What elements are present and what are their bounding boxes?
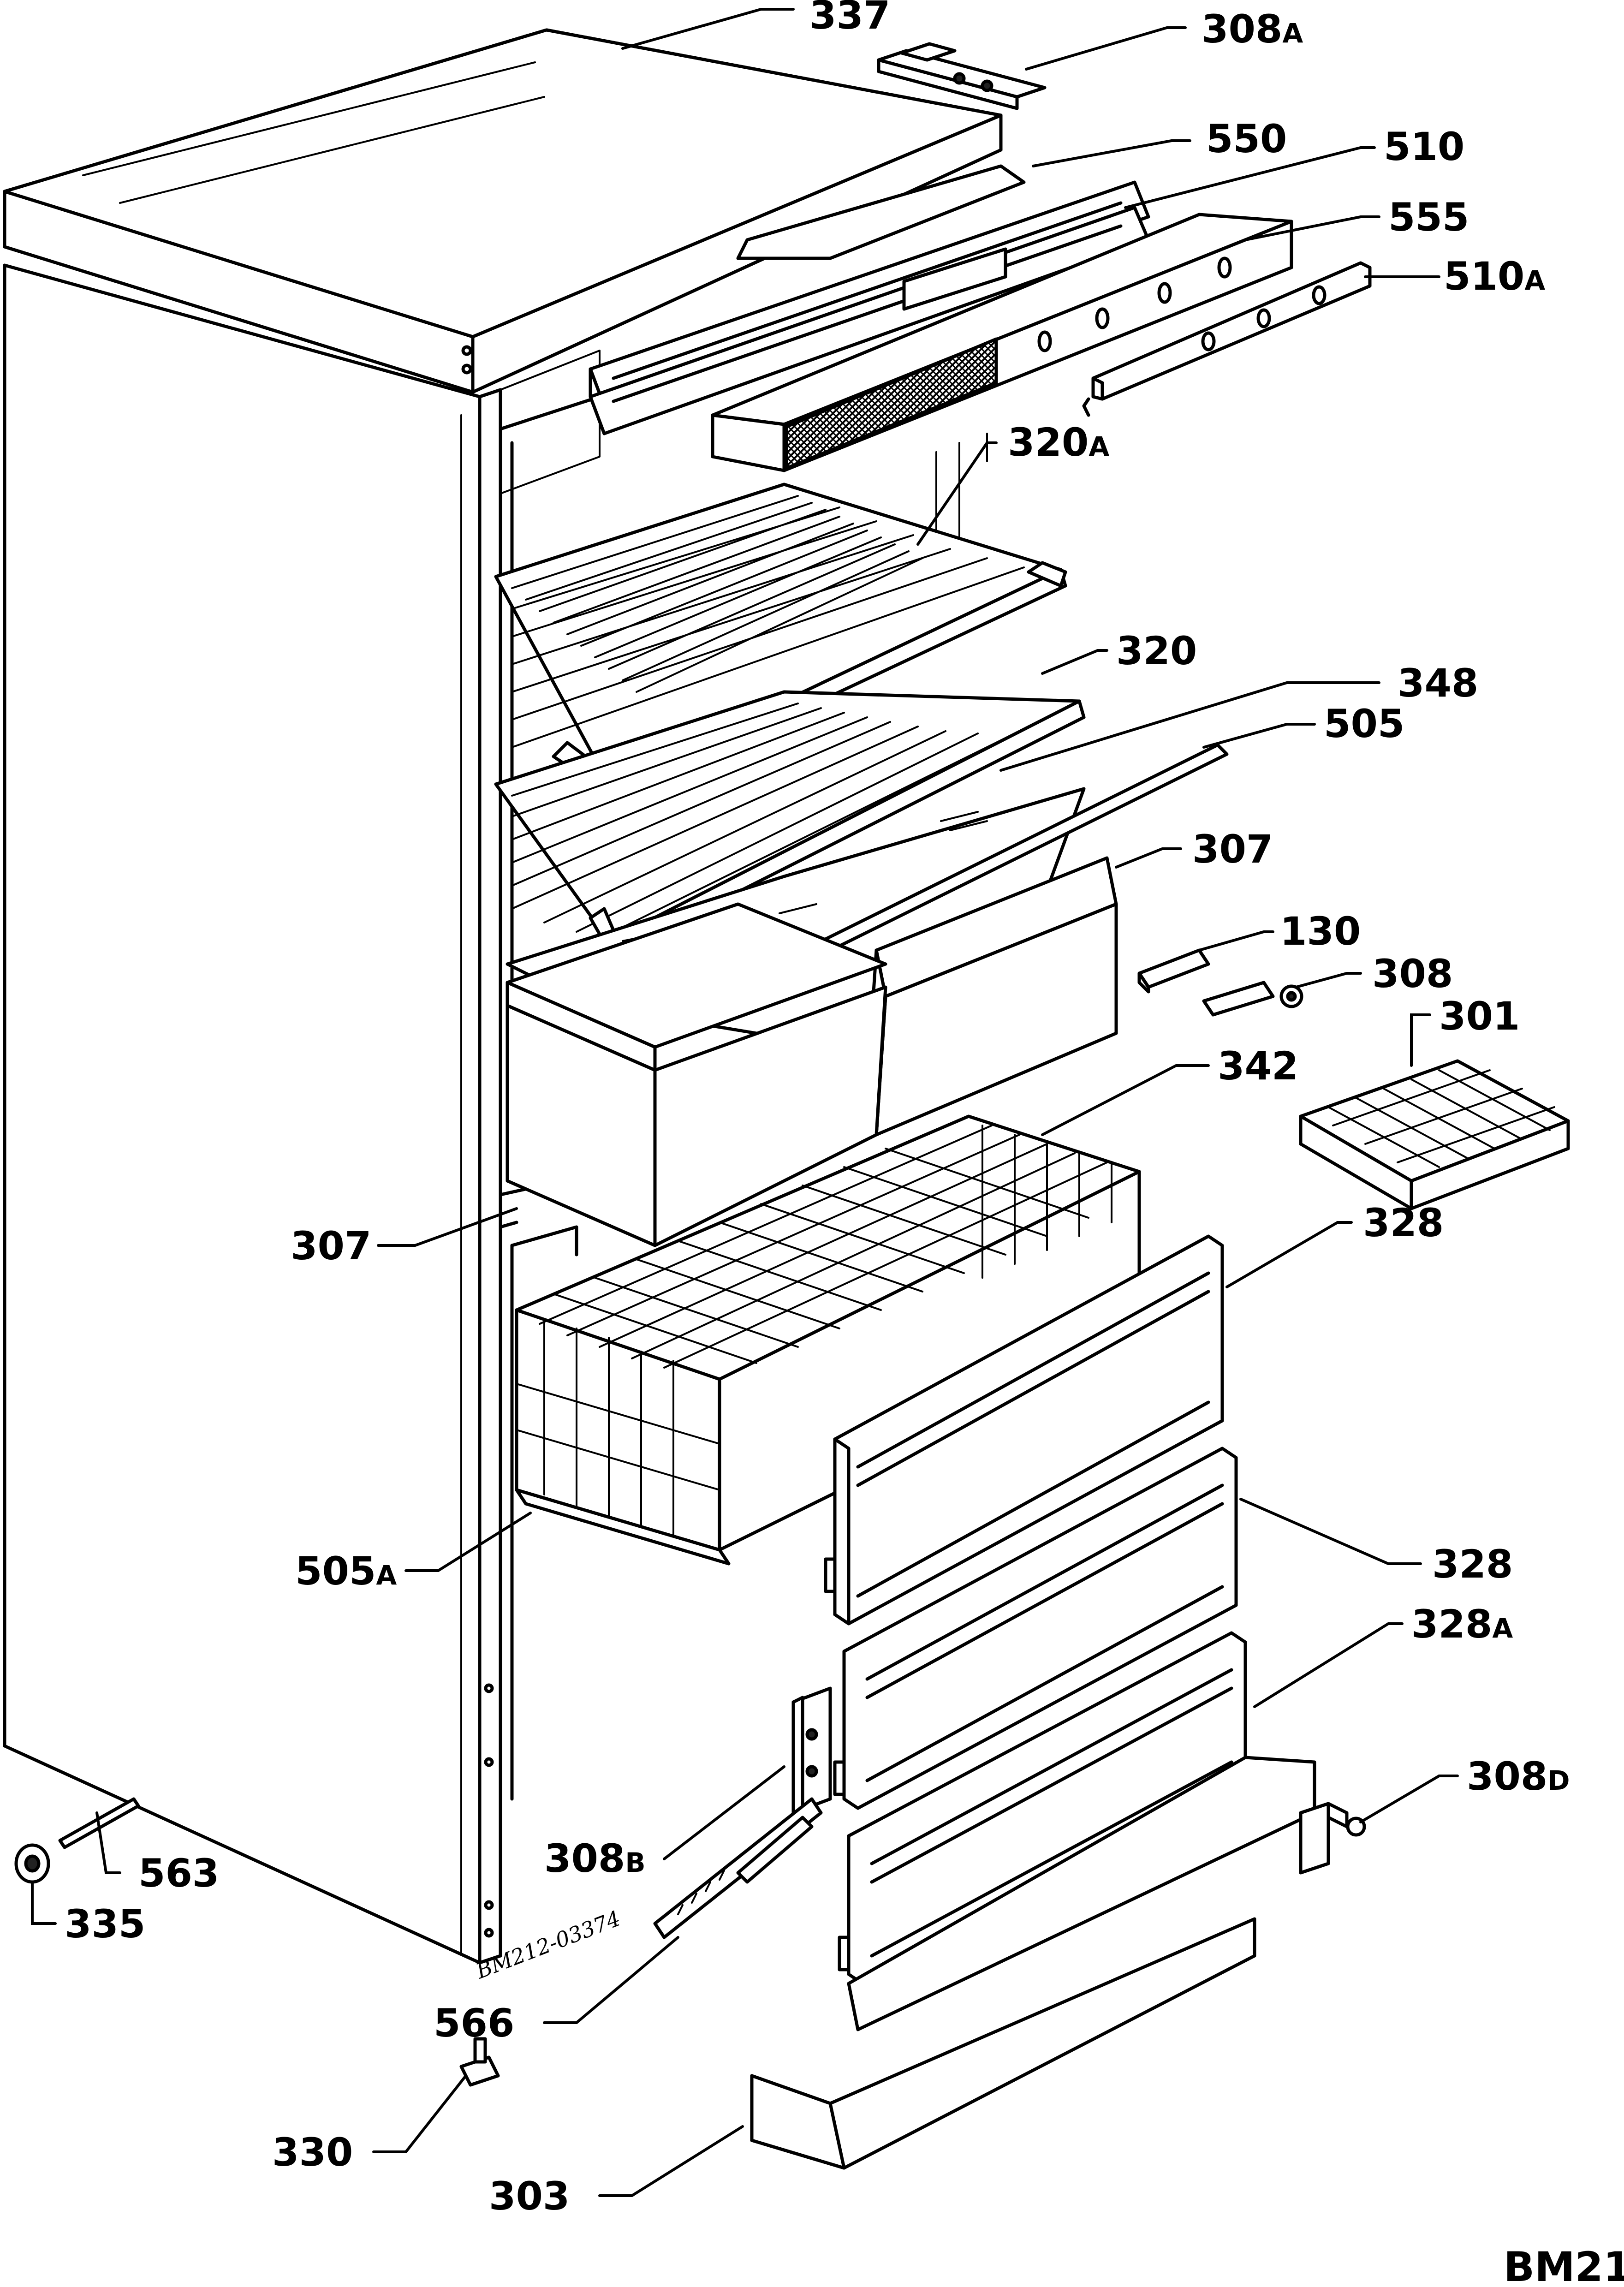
crisper-drawer-left bbox=[506, 902, 887, 1247]
mounting-plate bbox=[1137, 948, 1210, 994]
label-p320a: 320A bbox=[1008, 420, 1109, 465]
label-p550: 550 bbox=[1206, 116, 1287, 161]
label-p328c: 328A bbox=[1411, 1602, 1513, 1647]
part-labels: 337 308A 550 510 555 510A 320A 320 348 5… bbox=[65, 0, 1570, 2219]
adjustable-foot bbox=[459, 2037, 500, 2087]
label-p510a: 510A bbox=[1444, 254, 1545, 299]
label-p308d: 308D bbox=[1467, 1754, 1570, 1799]
control-panel-frame bbox=[589, 164, 1150, 435]
door-handle bbox=[653, 1797, 823, 1939]
cabinet-body bbox=[3, 263, 988, 1965]
label-p301: 301 bbox=[1439, 994, 1520, 1039]
label-p307a: 307 bbox=[1192, 827, 1273, 872]
freezer-flap-middle bbox=[833, 1447, 1238, 1810]
freezer-flap-upper bbox=[824, 1234, 1224, 1626]
diagram-reference-code: BM212 bbox=[1504, 2243, 1624, 2287]
label-p342: 342 bbox=[1218, 1043, 1298, 1089]
label-p328a: 328 bbox=[1363, 1200, 1444, 1245]
label-p555: 555 bbox=[1388, 195, 1469, 240]
hinge-bracket-308d bbox=[1299, 1802, 1366, 1875]
hinge-cap bbox=[14, 1843, 50, 1884]
label-p308b: 308B bbox=[544, 1836, 646, 1881]
label-p130: 130 bbox=[1280, 909, 1361, 954]
freezer-flap-lower bbox=[838, 1631, 1247, 1985]
thermostat-bracket bbox=[1082, 261, 1372, 417]
top-hinge-plate bbox=[877, 42, 1047, 110]
label-p303: 303 bbox=[489, 2174, 570, 2219]
light-thermostat-housing bbox=[711, 213, 1293, 472]
middle-grid-shelf bbox=[494, 690, 1086, 957]
leader-lines bbox=[31, 8, 1459, 2197]
label-p337: 337 bbox=[809, 0, 890, 38]
label-p505: 505 bbox=[1324, 701, 1404, 746]
label-p510: 510 bbox=[1384, 124, 1464, 169]
label-p308a: 308A bbox=[1202, 6, 1303, 52]
label-p307b: 307 bbox=[291, 1223, 371, 1269]
label-p505a: 505A bbox=[295, 1548, 397, 1594]
label-p563: 563 bbox=[138, 1851, 219, 1896]
plinth bbox=[750, 1917, 1256, 2170]
top-cover bbox=[3, 28, 1003, 394]
label-p566: 566 bbox=[434, 2001, 514, 2046]
lower-door-panel bbox=[847, 1756, 1316, 2031]
label-p348: 348 bbox=[1398, 661, 1478, 706]
label-p330: 330 bbox=[272, 2130, 353, 2175]
label-p320: 320 bbox=[1116, 628, 1197, 673]
lower-door-hinge bbox=[791, 1686, 832, 1815]
label-p328b: 328 bbox=[1432, 1542, 1513, 1587]
door-hinge-middle bbox=[1202, 981, 1303, 1017]
label-p308: 308 bbox=[1372, 951, 1453, 996]
label-p335: 335 bbox=[65, 1901, 145, 1947]
ice-cube-tray bbox=[1299, 1059, 1570, 1210]
